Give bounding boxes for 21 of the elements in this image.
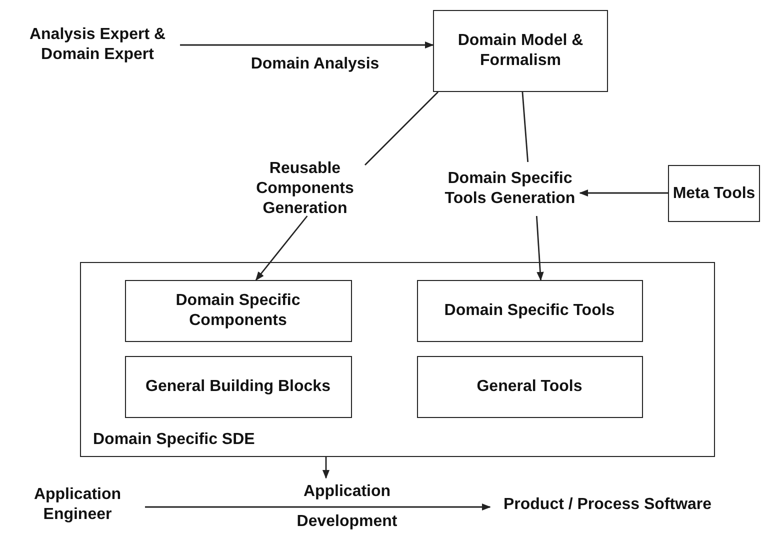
arrow <box>145 503 491 511</box>
arrow <box>579 189 668 197</box>
tool-box: Domain Specific Tools <box>416 280 642 342</box>
connector-line <box>522 92 529 162</box>
arrow <box>180 41 434 49</box>
tool-box: Meta Tools <box>668 165 760 222</box>
component-box: General Building Blocks <box>124 356 352 418</box>
arrow <box>536 216 544 281</box>
connector-line <box>364 92 438 166</box>
output-label: Product / Process Software <box>490 480 725 530</box>
process-label: Reusable Components Generation <box>245 162 365 216</box>
panel-title: Domain Specific SDE <box>93 430 255 450</box>
edge-label: Application Development <box>296 482 398 532</box>
role-label: Application Engineer <box>10 480 145 530</box>
arrow <box>322 457 330 479</box>
arrow <box>255 216 308 281</box>
role-label: Analysis Expert & Domain Expert <box>15 15 180 75</box>
process-label: Domain Specific Tools Generation <box>440 162 580 216</box>
model-box: Domain Model & Formalism <box>433 10 608 92</box>
component-box: Domain Specific Components <box>124 280 352 342</box>
tool-box: General Tools <box>416 356 642 418</box>
